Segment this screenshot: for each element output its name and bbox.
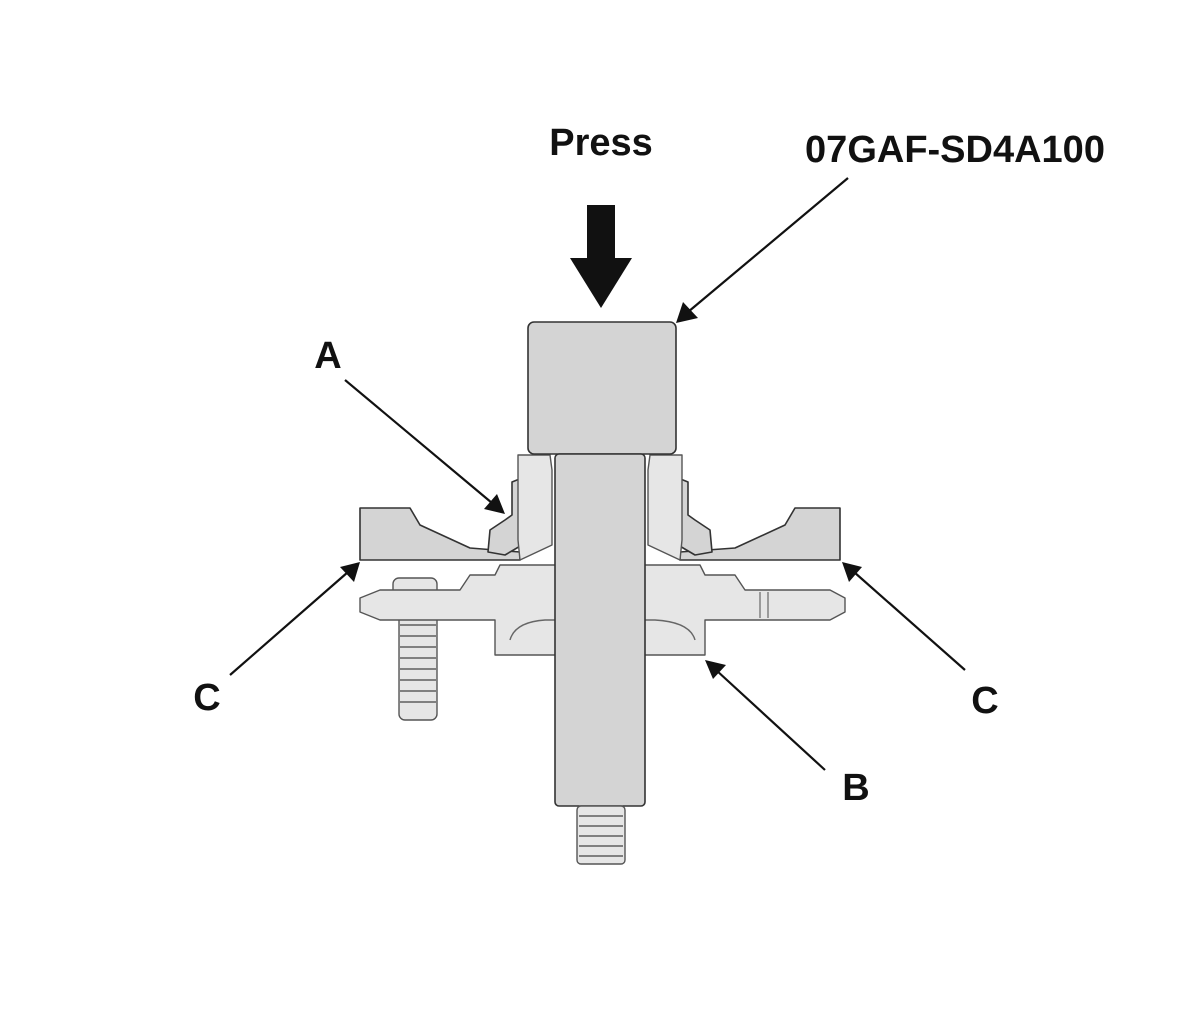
bearing-right — [647, 454, 713, 561]
tool-part-number-label: 07GAF-SD4A100 — [805, 129, 1105, 171]
leader-b — [705, 660, 826, 771]
press-tool-shaft — [554, 453, 646, 807]
press-tool-head — [527, 321, 677, 455]
leader-a — [344, 379, 505, 514]
bearing-left — [487, 454, 553, 561]
label-c-right: C — [971, 680, 998, 722]
label-c-left: C — [193, 677, 220, 719]
leader-c-left — [229, 562, 360, 676]
bolt-thread — [400, 624, 436, 703]
leader-tool — [676, 177, 849, 323]
leader-c-right — [842, 562, 966, 671]
shaft-threaded-tip — [576, 805, 626, 865]
label-b: B — [842, 767, 869, 809]
label-a: A — [314, 335, 341, 377]
down-arrow-icon — [570, 205, 632, 308]
press-label: Press — [549, 122, 653, 164]
